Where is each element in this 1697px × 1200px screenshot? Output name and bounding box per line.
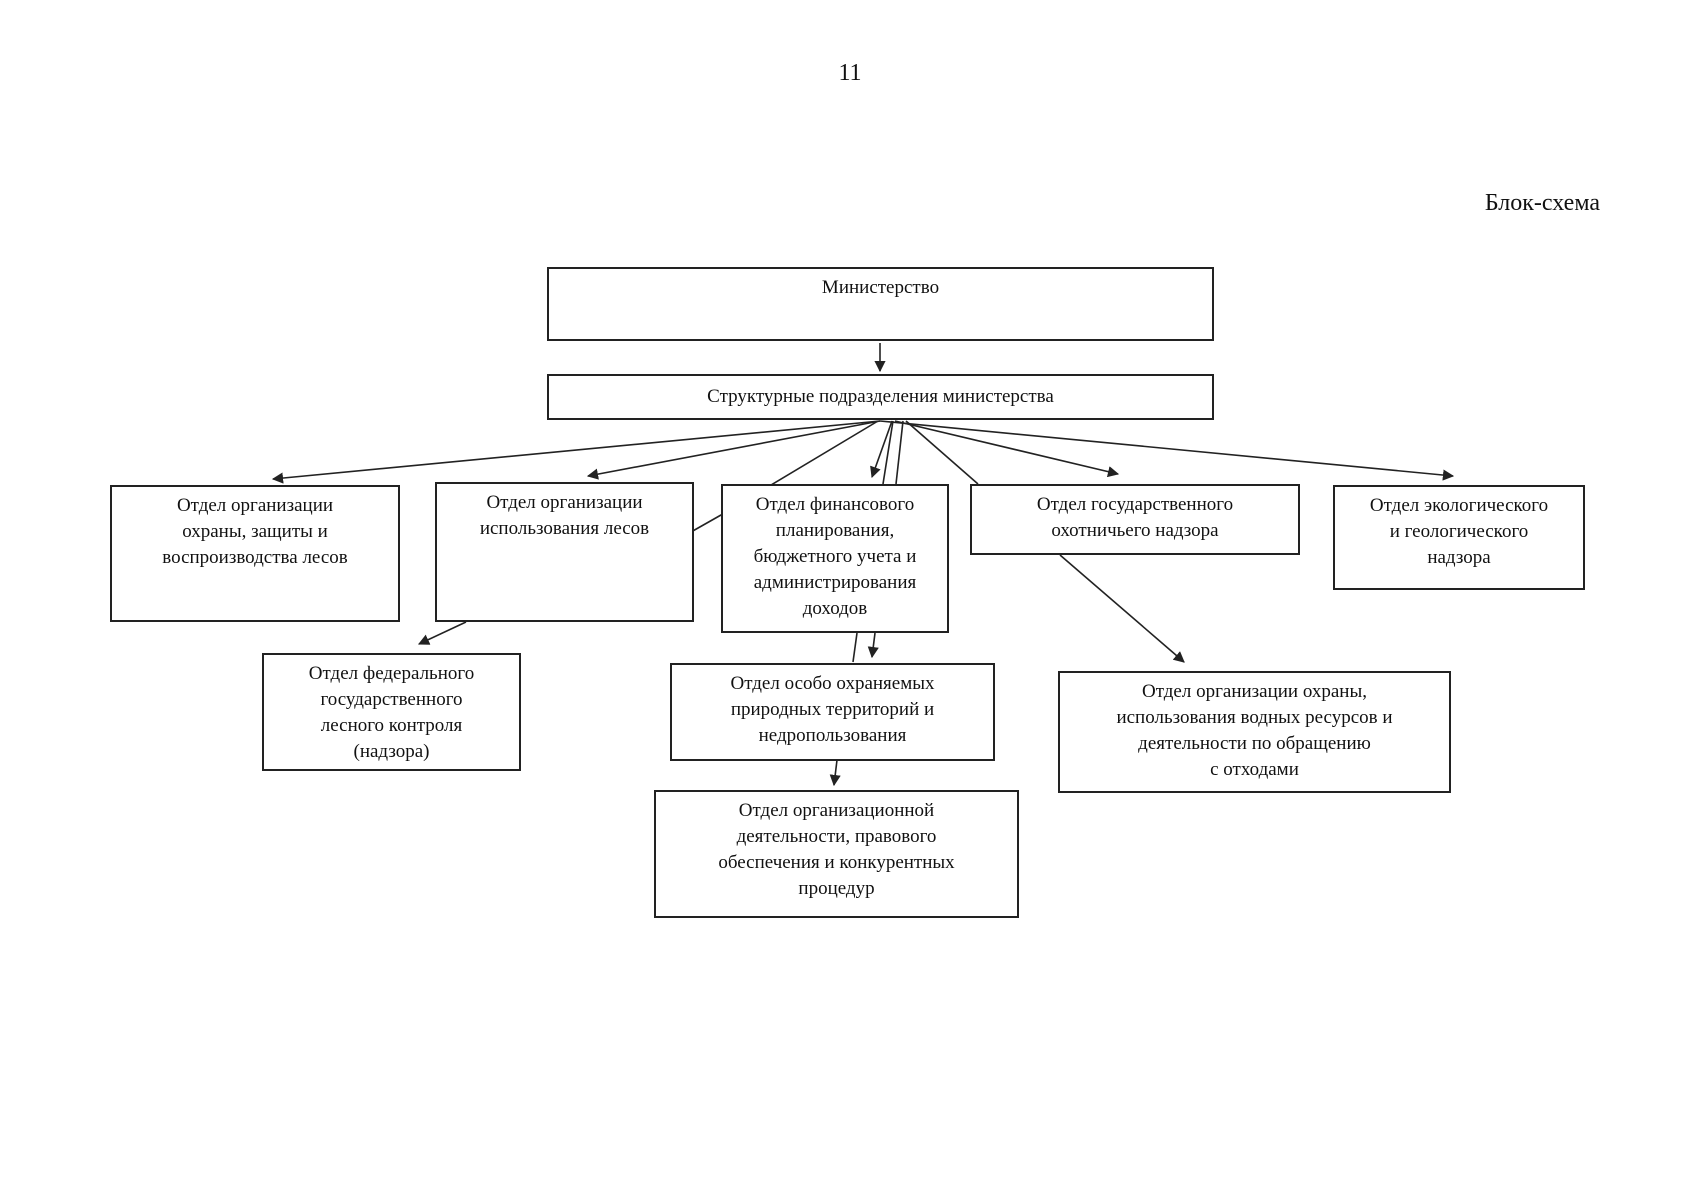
page-number: 11 [838, 60, 862, 86]
node-ministry: Министерство [547, 267, 1214, 341]
arrow-to-forest-protection [271, 420, 881, 484]
arrow-to-water-resources [905, 420, 979, 485]
node-organizational-legal: Отдел организационной деятельности, прав… [654, 790, 1019, 918]
arrow-to-organizational-legal [895, 420, 904, 485]
arrow-to-hunting [894, 420, 1120, 478]
node-ecological-supervision: Отдел экологического и геологического на… [1333, 485, 1585, 590]
arrow-to-financial [870, 420, 893, 479]
node-forest-use: Отдел организации использования лесов [435, 482, 694, 622]
node-financial-planning: Отдел финансового планирования, бюджетно… [721, 484, 949, 633]
node-forest-control: Отдел федерального государственного лесн… [262, 653, 521, 771]
diagram-title: Блок-схема [1484, 190, 1600, 216]
node-hunting-supervision: Отдел государственного охотничьего надзо… [970, 484, 1300, 555]
node-structural-units: Структурные подразделения министерства [547, 374, 1214, 420]
arrow-to-ecological [879, 420, 1455, 481]
arrow-to-forest-use [586, 420, 881, 480]
node-water-resources: Отдел организации охраны, использования … [1058, 671, 1451, 793]
arrow-to-protected-areas [882, 420, 894, 485]
node-protected-areas: Отдел особо охраняемых природных террито… [670, 663, 995, 761]
node-forest-protection: Отдел организации охраны, защиты и воспр… [110, 485, 400, 622]
